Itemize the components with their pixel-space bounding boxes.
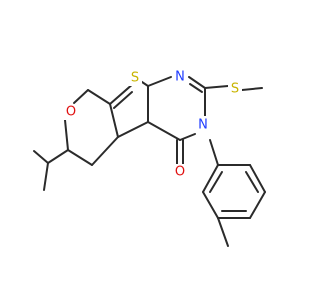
bond <box>73 89 89 104</box>
atom-text: S <box>131 71 139 86</box>
bond <box>202 191 219 219</box>
bond <box>47 149 69 164</box>
bond <box>188 76 206 89</box>
bond <box>179 133 196 141</box>
bond <box>43 162 49 191</box>
bonds <box>33 76 266 247</box>
atom-text: N <box>198 118 208 133</box>
bond <box>249 191 266 219</box>
bond <box>249 164 266 193</box>
atom-labels: S S N N O O <box>64 69 242 180</box>
bond <box>189 83 203 93</box>
bond <box>217 217 229 247</box>
sulfur-atom-label: S <box>228 81 242 97</box>
bond <box>33 150 49 164</box>
label-background <box>173 164 188 180</box>
molecule-drawing: S S N N O O <box>33 69 266 247</box>
nitrogen-atom-label: N <box>173 69 188 85</box>
bond <box>241 87 263 91</box>
bond <box>209 171 223 193</box>
bond <box>202 164 219 193</box>
label-background <box>173 69 188 85</box>
bond <box>109 82 135 105</box>
oxygen-atom-label: O <box>173 164 188 180</box>
bond <box>117 121 149 138</box>
bond <box>87 89 111 105</box>
bond <box>204 85 229 89</box>
atom-text: O <box>66 105 76 120</box>
bond <box>91 136 119 166</box>
label-background <box>196 116 211 134</box>
label-background <box>228 81 242 97</box>
label-background <box>64 104 79 120</box>
sulfur-atom-label: S <box>128 70 142 86</box>
structure-canvas: S S N N O O <box>33 69 266 247</box>
bond <box>147 121 181 141</box>
oxygen-atom-label: O <box>64 104 79 120</box>
bond <box>245 171 259 193</box>
bond <box>64 119 69 151</box>
bond <box>109 103 119 138</box>
bond <box>67 149 93 166</box>
bond <box>209 139 219 166</box>
nitrogen-atom-label: N <box>196 116 211 134</box>
atom-text: N <box>175 70 185 85</box>
bond <box>147 76 172 87</box>
bond <box>113 91 133 109</box>
label-background <box>128 70 142 86</box>
atom-text: O <box>175 165 185 180</box>
atom-text: S <box>231 82 239 97</box>
